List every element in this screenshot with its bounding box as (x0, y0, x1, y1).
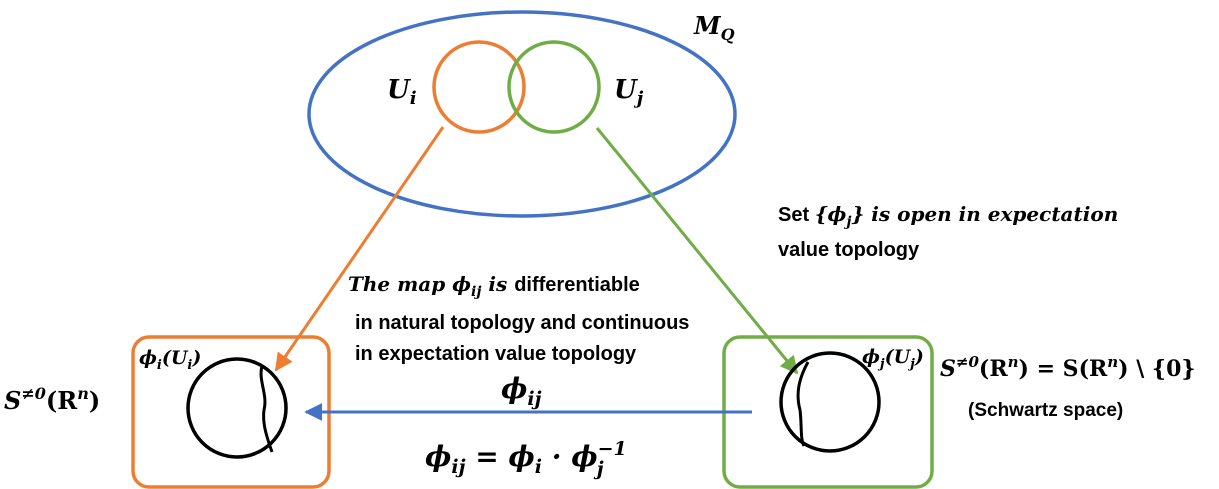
middle-note-line2: in natural topology and continuous (355, 312, 689, 334)
left-image-label: ϕi(Ui) (139, 347, 201, 373)
left-overlap-curve (259, 365, 274, 453)
left-space-label: S≠0(Rn) (4, 384, 100, 415)
manifold-label: MQ (693, 11, 735, 44)
right-image-circle (779, 351, 881, 453)
right-overlap-curve (796, 361, 810, 447)
right-space-definition: S≠0(Rn) = S(Rn) \ {0} (940, 353, 1196, 382)
schwartz-note: (Schwartz space) (968, 400, 1123, 421)
open-set-u-i-label: Ui (387, 75, 417, 109)
chart-arrow-phi-i (274, 126, 445, 372)
transition-label: ϕij (501, 372, 542, 410)
middle-note-line3: in expectation value topology (355, 343, 637, 365)
left-image-circle (186, 357, 288, 459)
middle-note-line1: The map ϕij is differentiable (348, 272, 640, 300)
right-note-line1: Set {ϕj} is open in expectation (778, 202, 1118, 230)
right-note-line2: value topology (778, 239, 920, 261)
manifold-ellipse (307, 10, 737, 218)
chart-arrow-phi-j (595, 127, 799, 375)
right-image-label: ϕj(Uj) (862, 346, 924, 372)
open-set-u-j (507, 40, 601, 134)
open-set-u-j-label: Uj (614, 75, 644, 109)
open-set-u-i (432, 40, 526, 134)
